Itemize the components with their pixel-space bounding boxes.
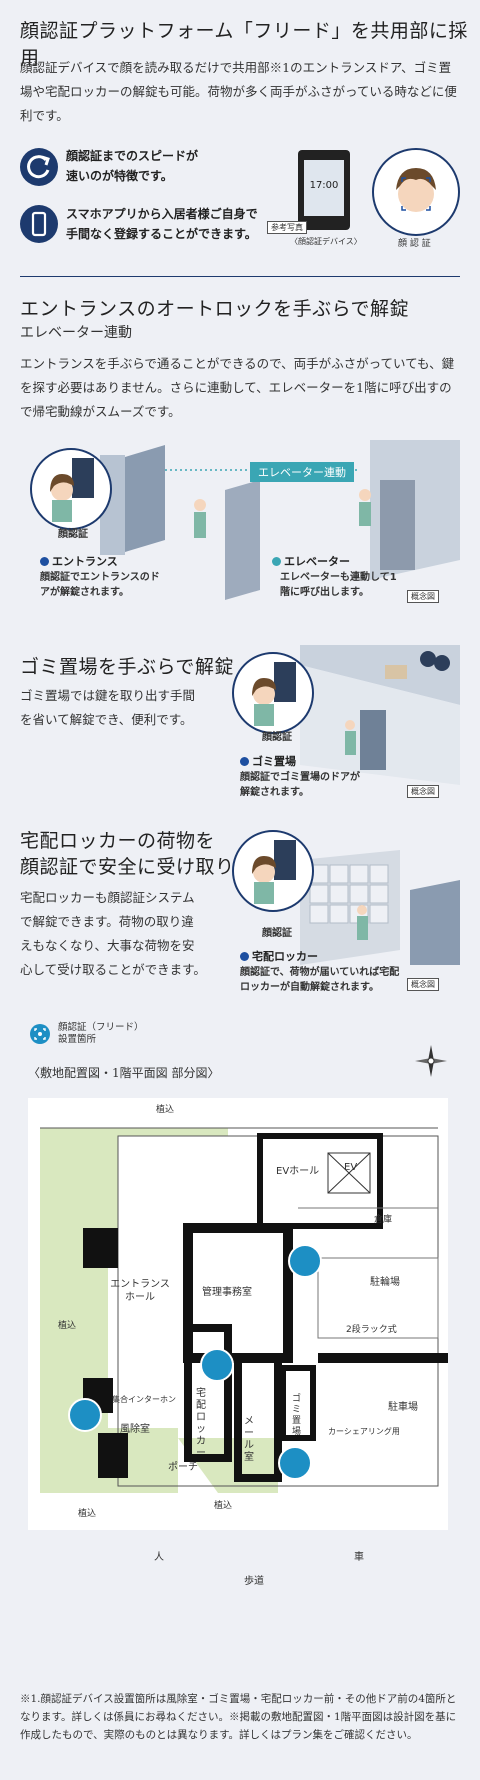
map-label-storage: 倉庫	[374, 1215, 393, 1225]
compass-icon	[413, 1043, 449, 1079]
bullet-icon	[40, 557, 49, 566]
entrance-caption-desc: 顔認証でエントランスのドアが解錠されます。	[40, 572, 160, 598]
face-device-location-icon	[30, 1024, 50, 1044]
map-label-planting-top: 植込	[156, 1105, 175, 1115]
entrance-face-label: 顔認証	[58, 529, 88, 540]
map-legend: 顔認証（フリード）設置箇所	[58, 1022, 144, 1045]
garbage-caption-desc: 顔認証でゴミ置場のドアが解錠されます。	[240, 772, 360, 798]
map-label-sidewalk: 歩道	[244, 1576, 264, 1587]
map-label-car: 車	[354, 1552, 364, 1563]
section2-title: エントランスのオートロックを手ぶらで解錠	[20, 298, 410, 320]
floor-plan: 植込 EVホール EV 倉庫 エントランスホール 管理事務室 駐輪場 2段ラック…	[28, 1098, 448, 1530]
elevator-caption-desc: エレベーターも連動して1階に呼び出します。	[280, 572, 397, 598]
map-label-mail: メール室	[244, 1416, 254, 1463]
section3-title: ゴミ置場を手ぶらで解錠	[20, 656, 234, 678]
section4-body: 宅配ロッカーも顔認証システムで解錠できます。荷物の取り違えもなくなり、大事な荷物…	[20, 890, 206, 977]
delivery-caption-title-text: 宅配ロッカー	[252, 950, 318, 963]
section2-body: エントランスを手ぶらで通ることができるので、両手がふさがっていても、鍵を探す必要…	[20, 356, 455, 419]
divider	[20, 276, 460, 277]
face-device-photo: 17:00	[298, 150, 350, 230]
map-title: 〈敷地配置図・1階平面図 部分図〉	[28, 1066, 220, 1080]
section4-title-line2: 顔認証で安全に受け取り	[20, 856, 235, 878]
map-label-delivery: 宅配ロッカー	[196, 1388, 206, 1459]
map-label-porch: ポーチ	[168, 1462, 198, 1473]
reference-photo-badge: 参考写真	[267, 221, 307, 234]
feature-speed-text: 顔認証までのスピードが速いのが特徴です。	[66, 149, 199, 183]
entrance-elevator-illustration	[20, 440, 460, 610]
map-label-management: 管理事務室	[202, 1287, 252, 1298]
garbage-face-illustration	[232, 652, 314, 734]
device-caption: 〈顔認証デバイス〉	[290, 237, 362, 246]
smartphone-icon	[20, 205, 58, 243]
delivery-face-label: 顔認証	[262, 928, 292, 939]
bullet-icon	[272, 557, 281, 566]
entrance-caption-title: エントランス	[40, 553, 118, 569]
garbage-caption-title-text: ゴミ置場	[252, 755, 296, 768]
elevator-link-label: エレベーター連動	[250, 462, 354, 482]
section1-title: 顔認証プラットフォーム「フリード」を共用部に採用	[20, 20, 468, 69]
map-label-parking-bike: 駐輪場	[370, 1277, 400, 1288]
elevator-caption-title-text: エレベーター	[284, 555, 350, 568]
map-label-ev-hall: EVホール	[276, 1166, 320, 1177]
garbage-caption-title: ゴミ置場	[240, 753, 296, 769]
map-label-rack: 2段ラック式	[346, 1325, 397, 1335]
map-label-carshare: カーシェアリング用	[328, 1427, 400, 1436]
face-device-marker-delivery	[200, 1348, 234, 1382]
feature-app-text: スマホアプリから入居者様ご自身で手間なく登録することができます。	[66, 207, 258, 241]
bullet-icon	[240, 757, 249, 766]
entrance-caption-title-text: エントランス	[52, 555, 118, 568]
concept-badge: 概念図	[407, 978, 439, 991]
delivery-face-illustration	[232, 830, 314, 912]
face-device-marker-windbreak	[68, 1398, 102, 1432]
section4-title-line1: 宅配ロッカーの荷物を	[20, 830, 216, 852]
delivery-caption-desc: 顔認証で、荷物が届いていれば宅配ロッカーが自動解錠されます。	[240, 967, 400, 993]
face-device-marker-garbage	[278, 1446, 312, 1480]
garbage-room-illustration	[300, 645, 460, 785]
bullet-icon	[240, 952, 249, 961]
map-label-garbage: ゴミ置場	[292, 1394, 302, 1437]
entrance-face-illustration	[30, 448, 112, 530]
face-device-marker-elevator	[288, 1244, 322, 1278]
delivery-caption-title: 宅配ロッカー	[240, 948, 318, 964]
speed-icon	[20, 148, 58, 186]
map-label-windbreak: 風除室	[120, 1424, 150, 1435]
map-label-intercom: 集合インターホン	[112, 1395, 176, 1404]
map-label-parking: 駐車場	[388, 1402, 418, 1413]
concept-badge: 概念図	[407, 590, 439, 603]
garbage-face-label: 顔認証	[262, 732, 292, 743]
map-label-planting-left: 植込	[58, 1321, 77, 1331]
device-time: 17:00	[309, 180, 339, 191]
face-recognition-illustration	[372, 148, 460, 236]
map-label-planting-bottom: 植込	[214, 1501, 233, 1511]
section2-subtitle: エレベーター連動	[20, 325, 132, 341]
section3-body: ゴミ置場では鍵を取り出す手間を省いて解錠でき、便利です。	[20, 688, 196, 727]
delivery-locker-illustration	[300, 830, 460, 965]
elevator-caption-title: エレベーター	[272, 553, 350, 569]
map-label-ev: EV	[344, 1162, 358, 1173]
section1-body: 顔認証デバイスで顔を読み取るだけで共用部※1のエントランスドア、ゴミ置場や宅配ロ…	[20, 60, 457, 123]
map-label-planting-bottom-left: 植込	[78, 1509, 97, 1519]
map-label-person: 人	[154, 1552, 164, 1563]
face-caption: 顔 認 証	[398, 239, 431, 249]
footnote: ※1.顔認証デバイス設置箇所は風除室・ゴミ置場・宅配ロッカー前・その他ドア前の4…	[20, 1693, 457, 1741]
map-label-entrance-hall: エントランスホール	[110, 1279, 170, 1303]
concept-badge: 概念図	[407, 785, 439, 798]
